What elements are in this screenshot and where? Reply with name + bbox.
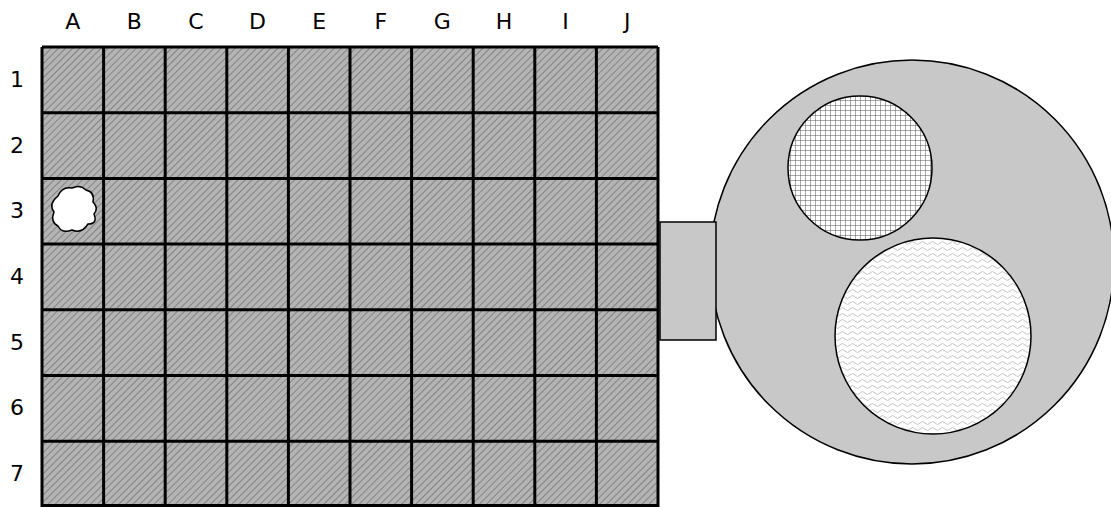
row-number: 1 (10, 69, 24, 91)
row-number: 4 (10, 266, 24, 288)
column-letter: C (188, 11, 203, 33)
column-letter: G (434, 11, 451, 33)
grid-lines (42, 47, 658, 507)
column-letter: D (249, 11, 266, 33)
grid-background (42, 47, 658, 507)
column-letter: F (374, 11, 387, 33)
column-letter: H (496, 11, 513, 33)
column-letter: B (127, 11, 142, 33)
large-circle (710, 60, 1111, 464)
connector-block (660, 222, 716, 340)
row-number: 2 (10, 135, 24, 157)
blob (52, 186, 97, 231)
crosshatch-circle (788, 96, 932, 240)
column-letter: A (65, 11, 80, 33)
row-number: 3 (10, 200, 24, 222)
wavy-circle (835, 238, 1031, 434)
row-number: 7 (10, 463, 24, 485)
row-number: 6 (10, 397, 24, 419)
column-letter: E (312, 11, 326, 33)
column-letter: J (624, 11, 631, 33)
column-letter: I (562, 11, 569, 33)
row-number: 5 (10, 332, 24, 354)
